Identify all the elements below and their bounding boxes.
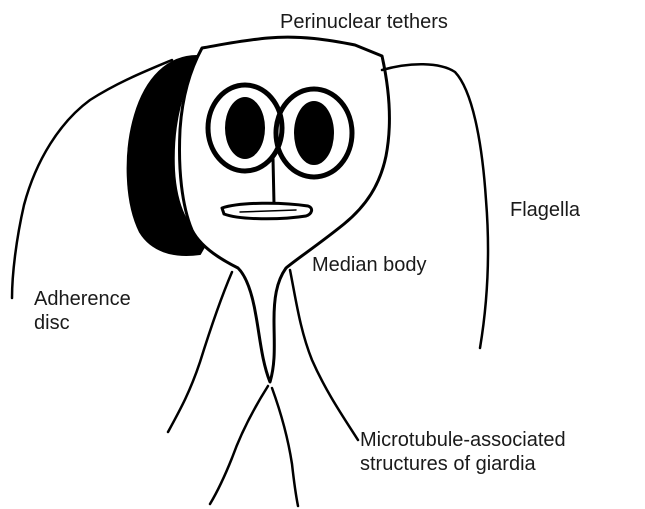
label-median-body: Median body xyxy=(312,253,427,277)
label-microtubule-line2: structures of giardia xyxy=(360,452,566,476)
posterior-flagellum-right xyxy=(290,270,358,440)
left-nucleus xyxy=(225,97,265,159)
axoneme-line xyxy=(273,158,274,204)
right-flagellum xyxy=(382,64,488,348)
label-flagella: Flagella xyxy=(510,198,580,222)
posterior-flagellum-inner-left xyxy=(210,386,268,504)
label-perinuclear-tethers: Perinuclear tethers xyxy=(280,10,448,34)
label-microtubule-structures: Microtubule-associated structures of gia… xyxy=(360,428,566,476)
posterior-flagellum-left xyxy=(168,272,232,432)
right-nucleus xyxy=(294,101,334,165)
label-microtubule-line1: Microtubule-associated xyxy=(360,428,566,452)
label-adherence-disc-line1: Adherence xyxy=(34,287,131,311)
label-adherence-disc: Adherence disc xyxy=(34,287,131,335)
label-adherence-disc-line2: disc xyxy=(34,311,131,335)
posterior-flagellum-inner-right xyxy=(272,388,298,506)
